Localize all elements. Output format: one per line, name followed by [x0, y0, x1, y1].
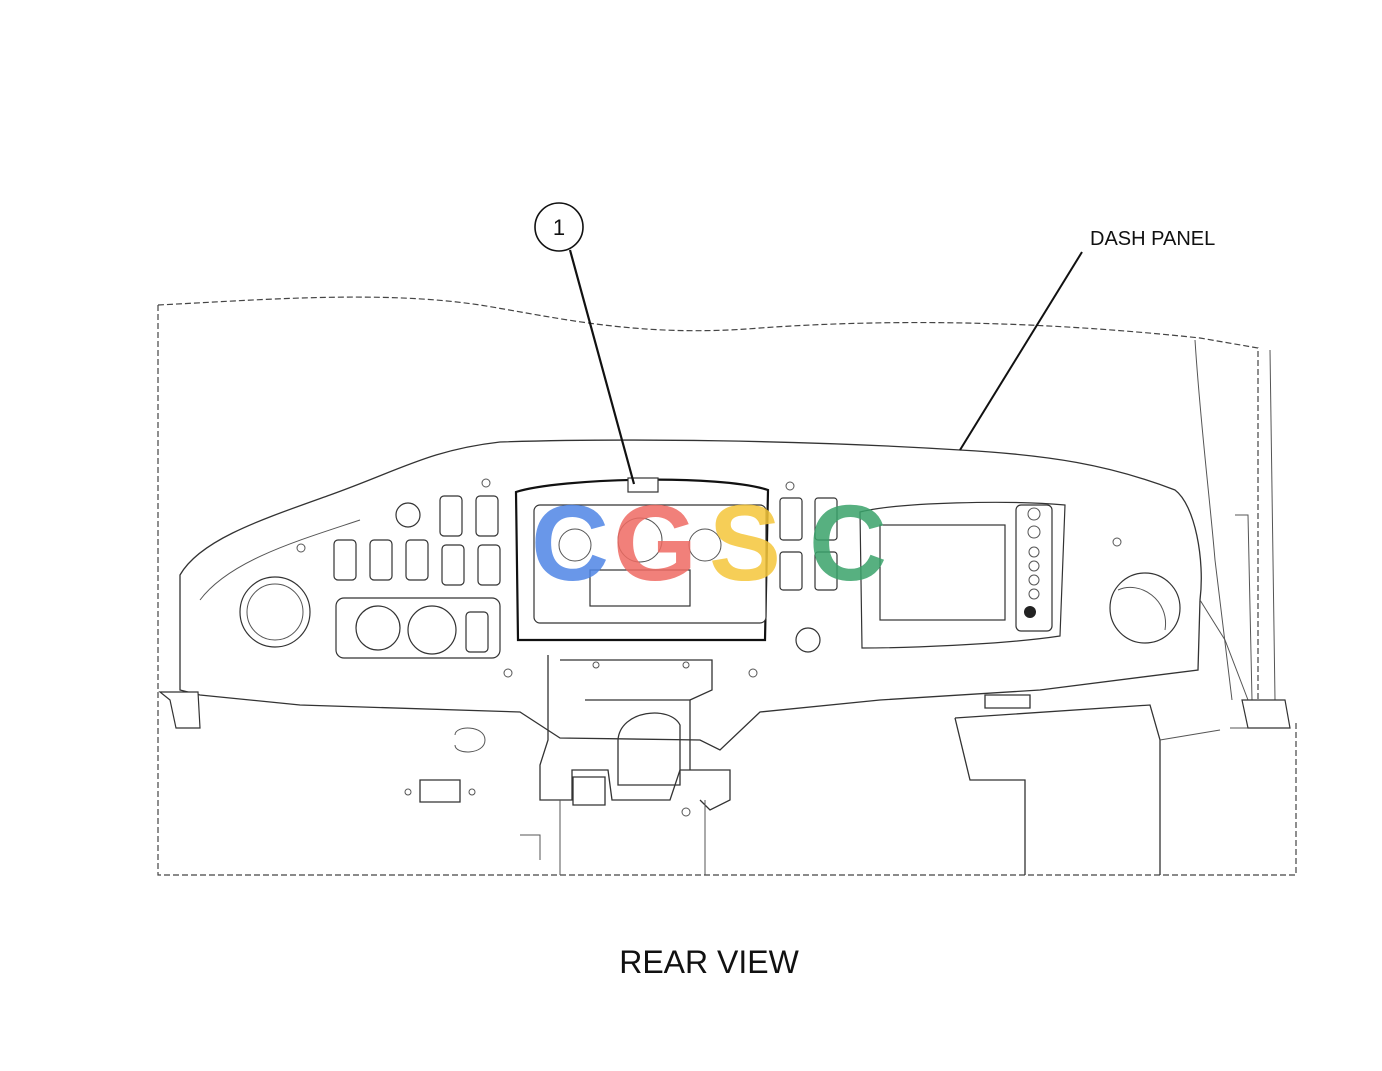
dash-panel-label: DASH PANEL: [1090, 228, 1215, 250]
watermark-letter: S: [709, 482, 781, 603]
lower-structure: [419, 655, 1221, 875]
watermark-letter: C: [809, 482, 887, 603]
callout-number: 1: [553, 215, 565, 240]
right-switch-column: [779, 497, 838, 653]
view-title: REAR VIEW: [619, 944, 799, 980]
instrument-cluster: [514, 477, 770, 642]
watermark-letter: C: [531, 482, 609, 603]
left-switch-bank: [333, 495, 501, 659]
display-monitor: [859, 501, 1066, 649]
dash-panel-callout: DASH PANEL: [959, 228, 1215, 451]
dash-panel-body: [158, 439, 1291, 751]
mounting-bolts: [296, 478, 1122, 817]
watermark-logo: C G S C: [531, 482, 887, 603]
left-air-vent: [239, 576, 311, 648]
right-air-vent: [1109, 572, 1181, 644]
callout-1: 1: [534, 202, 636, 485]
watermark-letter: G: [613, 482, 697, 603]
